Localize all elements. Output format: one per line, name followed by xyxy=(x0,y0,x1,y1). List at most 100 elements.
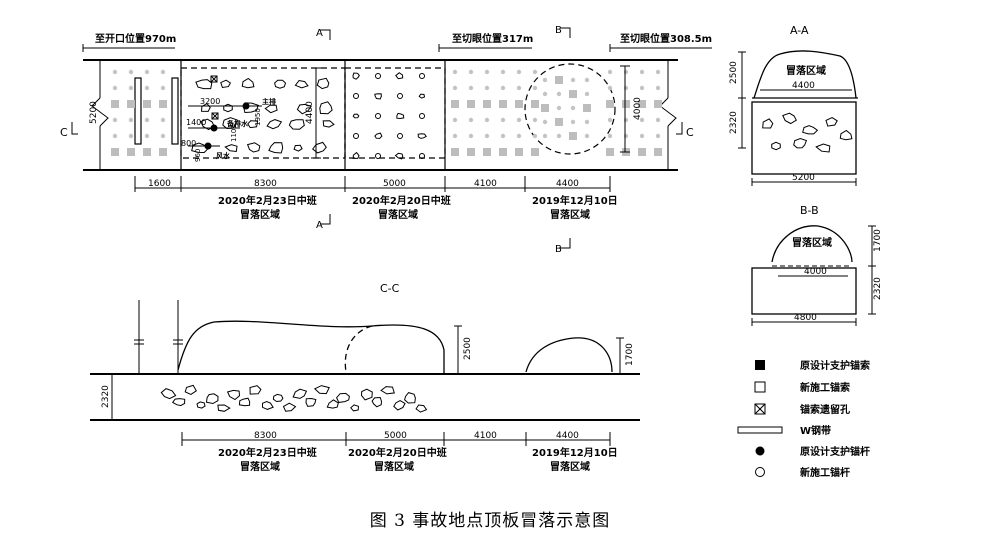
rock-fragment xyxy=(305,397,317,407)
anchor-cable-mark xyxy=(111,100,119,108)
anchor-bolt-mark xyxy=(655,133,661,139)
rock-fragment xyxy=(217,404,231,412)
anchor-bolt-mark xyxy=(160,69,166,75)
dim-width-5200: 5200 xyxy=(89,101,99,124)
anchor-bolt-mark xyxy=(542,133,548,139)
anchor-bolt-mark xyxy=(144,69,150,75)
anchor-bolt-mark xyxy=(128,85,134,91)
section-aa-label: 冒落区域 xyxy=(786,64,826,77)
anchor-bolt-mark xyxy=(607,133,613,139)
area2-label: 冒落区域 xyxy=(378,208,418,221)
anchor-cable-mark xyxy=(499,100,507,108)
anchor-cable-mark xyxy=(467,148,475,156)
anchor-cable-mark xyxy=(515,148,523,156)
section-bb xyxy=(751,225,876,326)
rock-fragment xyxy=(395,72,404,80)
anchor-bolt-mark xyxy=(468,117,474,123)
rock-fragment xyxy=(274,79,287,89)
rock-fragment xyxy=(393,400,406,411)
legend: 原设计支护锚索 新施工锚索 锚索遗留孔 W钢带 原设计支护锚杆 新施工锚杆 xyxy=(737,359,870,479)
rock-fragment xyxy=(184,384,197,395)
anchor-bolt-mark xyxy=(623,85,629,91)
anchor-bolt-mark xyxy=(500,85,506,91)
anchor-bolt-mark xyxy=(607,69,613,75)
anchor-bolt-mark xyxy=(623,117,629,123)
anchor-cable-mark xyxy=(143,148,151,156)
anchor-cable-mark xyxy=(606,100,614,108)
dim-4400: 4400 xyxy=(556,179,579,189)
anchor-cable-mark xyxy=(127,100,135,108)
anchor-bolt-mark xyxy=(542,91,548,97)
label-backup-drain: 备排水 xyxy=(226,119,249,128)
label-cut-position-317: 至切眼位置317m xyxy=(452,32,533,45)
area3-label: 冒落区域 xyxy=(550,208,590,221)
rock-fragment xyxy=(326,399,339,409)
rock-fragment xyxy=(311,141,327,154)
anchor-bolt-mark xyxy=(516,133,522,139)
anchor-cable-mark xyxy=(555,76,563,84)
dim-960: 960 xyxy=(194,149,202,162)
anchor-bolt-mark xyxy=(484,85,490,91)
bb-dim-4000: 4000 xyxy=(804,267,827,277)
anchor-bolt-mark xyxy=(532,133,538,139)
anchor-bolt-mark xyxy=(532,85,538,91)
rock-fragment xyxy=(352,151,360,159)
anchor-bolt-mark xyxy=(542,119,548,125)
cc-area1-date: 2020年2月23日中班 xyxy=(218,446,317,459)
marker-b-top: B xyxy=(555,25,562,36)
anchor-bolt-mark xyxy=(556,133,562,139)
anchor-bolt-mark xyxy=(452,133,458,139)
rock-fragment xyxy=(246,142,261,153)
legend-crossed-square-icon xyxy=(754,403,766,415)
rock-fragment xyxy=(353,93,359,99)
legend-hollow-circle-icon xyxy=(755,467,765,477)
rock-fragment xyxy=(419,113,425,119)
anchor-bolt-mark xyxy=(584,91,590,97)
cc-area1-label: 冒落区域 xyxy=(240,460,280,473)
marker-a-top: A xyxy=(316,28,323,39)
anchor-bolt-mark xyxy=(144,85,150,91)
anchor-cable-mark xyxy=(638,100,646,108)
anchor-cable-mark xyxy=(143,100,151,108)
section-aa xyxy=(738,50,858,186)
rock-fragment xyxy=(825,117,838,127)
rock-fragment xyxy=(418,93,426,99)
section-cc xyxy=(90,300,640,446)
label-main-drain: 主排 xyxy=(262,97,276,106)
anchor-cable-mark xyxy=(159,100,167,108)
anchor-cable-mark xyxy=(622,100,630,108)
anchor-bolt-mark xyxy=(607,85,613,91)
section-aa-title: A-A xyxy=(790,24,809,37)
anchor-bolt-mark xyxy=(623,133,629,139)
legend-filled-circle-icon xyxy=(755,446,765,456)
anchor-cable-mark xyxy=(483,100,491,108)
anchor-bolt-mark xyxy=(484,69,490,75)
section-aa-rocks xyxy=(762,112,853,153)
anchor-bolt-mark xyxy=(468,69,474,75)
cc-dim-8300: 8300 xyxy=(254,431,277,441)
bb-dim-1700: 1700 xyxy=(873,229,883,252)
rock-fragment xyxy=(296,103,312,115)
anchor-cable-mark xyxy=(531,148,539,156)
rock-fragment xyxy=(191,142,210,154)
legend-hollow-square-icon xyxy=(754,381,766,393)
anchor-cable-mark xyxy=(483,148,491,156)
cc-area2-date: 2020年2月20日中班 xyxy=(348,446,447,459)
area2-date: 2020年2月20日中班 xyxy=(352,194,451,207)
anchor-bolt-mark xyxy=(484,133,490,139)
rock-fragment xyxy=(371,396,383,408)
rock-fragment xyxy=(839,129,853,141)
marker-b-bottom: B xyxy=(555,244,562,255)
rock-fragment xyxy=(375,153,381,159)
rock-fragment xyxy=(195,79,213,90)
rock-fragment xyxy=(262,400,274,410)
aa-dim-4400: 4400 xyxy=(792,81,815,91)
anchor-cable-mark xyxy=(111,148,119,156)
legend-label-4: 原设计支护锚杆 xyxy=(800,445,870,458)
anchor-bolt-mark xyxy=(516,85,522,91)
anchor-bolt-mark xyxy=(144,133,150,139)
rock-fragment xyxy=(272,393,284,403)
rock-fragment xyxy=(293,144,303,152)
rock-fragment xyxy=(404,392,416,404)
